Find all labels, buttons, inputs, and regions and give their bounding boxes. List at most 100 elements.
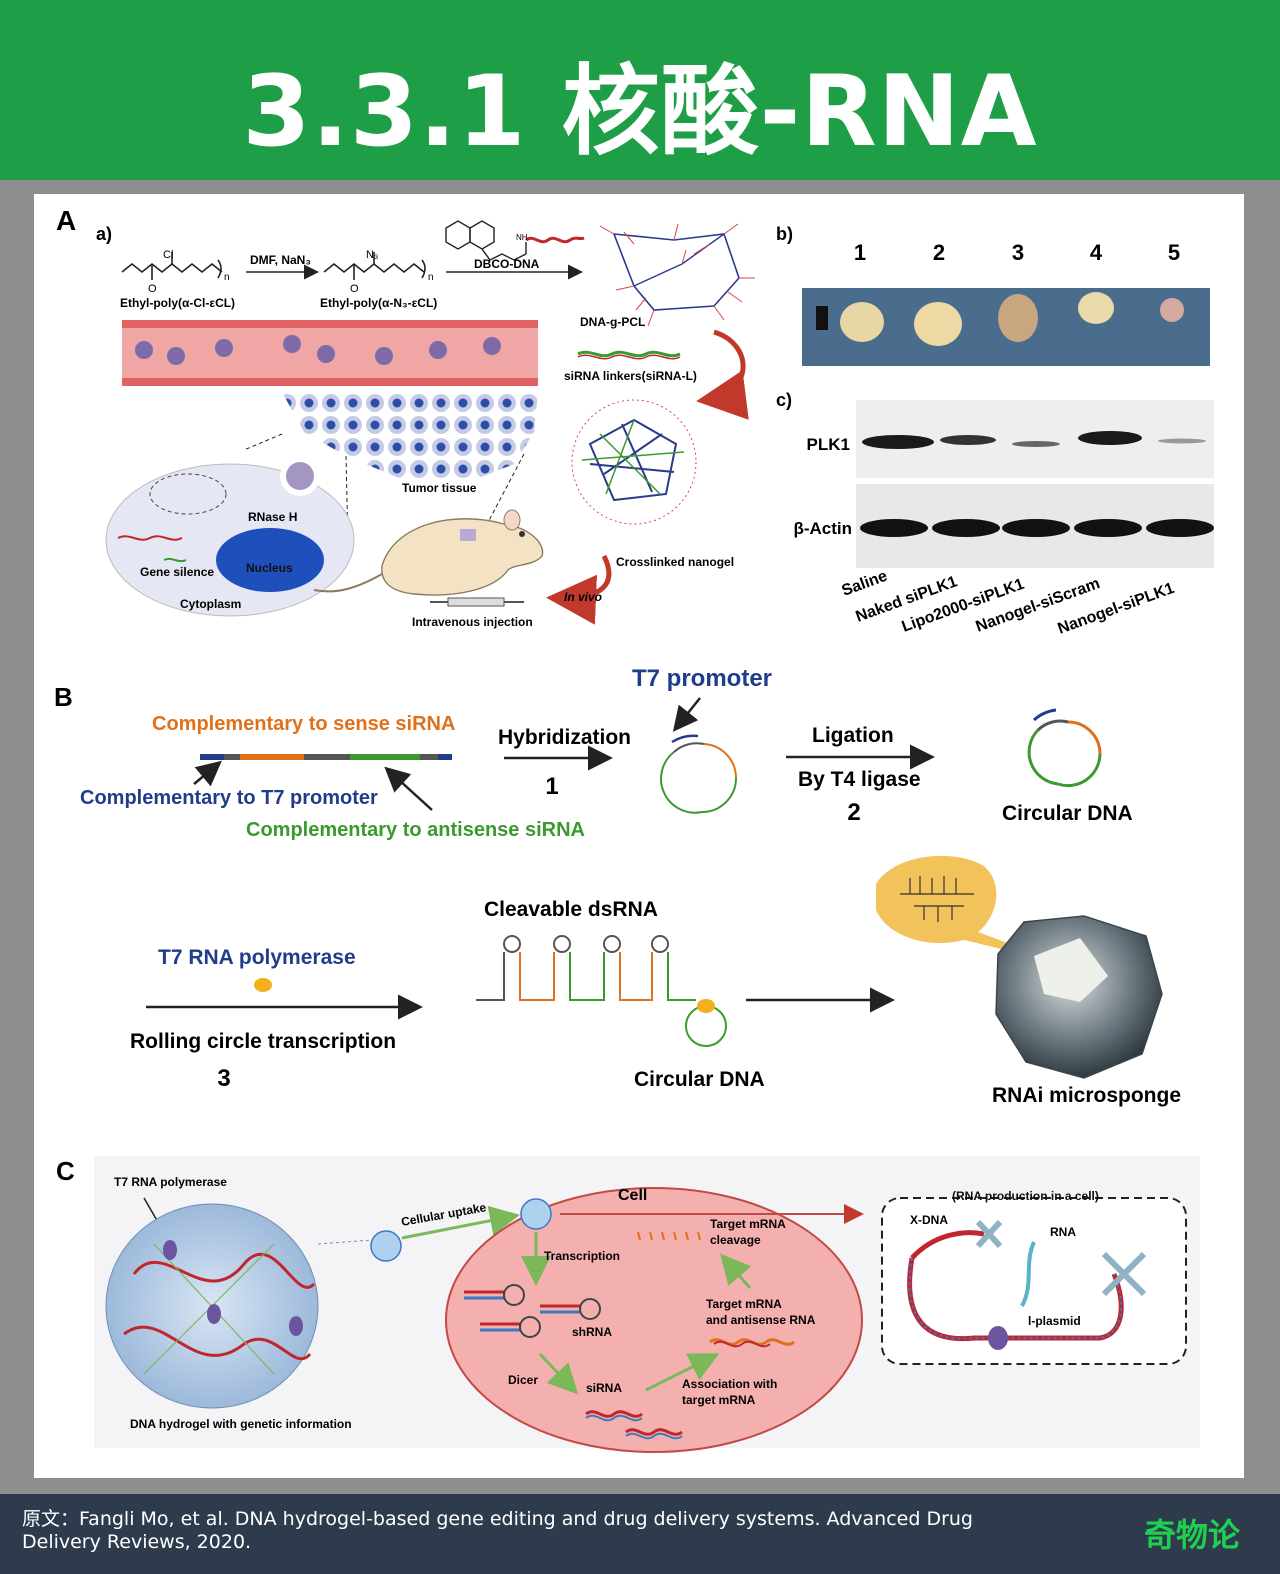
lplasmid-label: l-plasmid [1028,1314,1081,1328]
blot-row-plk1: PLK1 [807,435,850,454]
tumor-photo [802,288,1210,366]
red-arrow-1 [696,329,749,420]
panel-a-sub-a: a) [96,224,112,244]
mol1-label: Ethyl-poly(α-Cl-εCL) [120,296,235,310]
shrna-hairpins [464,1284,601,1338]
circular-dna-label-1: Circular DNA [1002,802,1133,825]
page-title: 3.3.1 核酸-RNA [242,55,1038,169]
by-t4-label: By T4 ligase [798,768,921,791]
tumor-tissue [282,392,538,480]
sirna-linker-strand [577,354,681,360]
nanoparticle-icon [370,1230,402,1262]
rnase-label: RNase H [248,510,297,524]
chem-n3-label: N₃ [366,249,378,261]
shrna-label: shRNA [572,1325,612,1339]
association-arrow [645,1353,720,1392]
crosslinked-nanogel [571,399,697,525]
dna-template-strand [200,754,452,760]
syringe-icon [430,597,524,607]
tumor-number-2: 2 [933,240,945,265]
sirna-label: siRNA [586,1381,622,1395]
nucleus-label: Nucleus [246,561,293,575]
tumor-number-4: 4 [1090,240,1103,265]
chem-o-label-1: O [148,283,157,295]
chem-o-label-2: O [350,283,359,295]
association-label-2: target mRNA [682,1393,756,1407]
transcription-label: Transcription [544,1249,620,1263]
crosslinked-label: Crosslinked nanogel [616,555,734,569]
rnai-microsponge [876,855,1163,1079]
iv-label: Intravenous injection [412,615,533,629]
cleaved-mrna-fragments [637,1231,701,1241]
dna-strand-icon [525,236,585,244]
rna-production-box [881,1197,1187,1365]
t7-pointer-arrow [672,697,701,732]
lane-label-3: Lipo2000-siPLK1 [900,576,1027,636]
rolling-label: Rolling circle transcription [130,1030,396,1053]
dna-g-pcl-network [599,223,755,327]
dicer-arrow [538,1352,579,1395]
dsrna-hairpins [476,935,727,1047]
panel-a-label: A [56,205,76,236]
figure-panel: A a) Cl O n Ethyl-poly(α-Cl-εCL) DMF, Na… [34,194,1244,1478]
uptake-arrow [401,1205,520,1240]
target-cleavage-label-2: cleavage [710,1233,761,1247]
rna-label: RNA [1050,1225,1076,1239]
pointer-arrow-t7 [193,760,222,787]
cleavable-label: Cleavable dsRNA [484,898,658,921]
polymerase-icon [254,978,272,992]
hybridization-label: Hybridization [498,726,631,749]
tumor-number-5: 5 [1168,240,1180,265]
target-cleavage-label-1: Target mRNA [710,1217,786,1231]
western-blot [856,400,1214,568]
t7-rna-pol-label: T7 RNA polymerase [158,946,356,969]
t7-promoter-label: T7 promoter [632,665,772,692]
panel-a-sub-c: c) [776,390,792,410]
sirna-wave-3 [625,1428,683,1436]
chem-n-label-1: n [224,272,230,283]
comp-t7-label: Complementary to T7 promoter [80,787,378,809]
citation-text: 原文：Fangli Mo, et al. DNA hydrogel-based … [22,1508,973,1553]
dbco-molecule [445,220,527,261]
sirna-wave-1 [585,1410,643,1418]
in-vivo-label: In vivo [564,590,602,604]
c-t7-label: T7 RNA polymerase [114,1175,227,1189]
brand-logo: 奇物论 [1143,1516,1240,1554]
step-1: 1 [545,773,558,800]
dicer-label: Dicer [508,1373,538,1387]
chem-structure-2 [323,252,426,280]
comp-sense-label: Complementary to sense siRNA [152,713,455,735]
pointer-arrow-antisense [384,766,433,811]
gene-silence-label: Gene silence [140,565,214,579]
dna-g-pcl-label: DNA-g-PCL [580,315,645,329]
hybridized-circle [660,734,738,814]
mouse-illustration [313,509,544,596]
tumor-number-3: 3 [1012,240,1024,265]
association-label-1: Association with [682,1377,777,1391]
chem-nh-label: NH [516,233,528,242]
chem-cl-label: Cl [163,249,173,261]
chem-n-label-2: n [428,272,434,283]
sirna-wave-4 [625,1432,683,1440]
step-2: 2 [847,799,860,826]
microsponge-label: RNAi microsponge [992,1084,1181,1107]
cytoplasm-label: Cytoplasm [180,597,241,611]
lane-label-1: Saline [840,568,890,600]
dna-hydrogel [105,1203,319,1409]
panel-c-label: C [56,1156,75,1186]
footer-bar: 原文：Fangli Mo, et al. DNA hydrogel-based … [0,1494,1280,1574]
nanogel-particles [135,335,501,365]
target-antisense-label-2: and antisense RNA [706,1313,816,1327]
sirna-linkers-label: siRNA linkers(siRNA-L) [564,369,697,383]
comp-antisense-label: Complementary to antisense siRNA [246,819,585,841]
step-3: 3 [217,1065,230,1092]
callout-line-3 [483,453,525,531]
chem-structure-1 [121,252,223,280]
mol2-label: Ethyl-poly(α-N₃-εCL) [320,296,437,310]
circular-dna-label-2: Circular DNA [634,1068,765,1091]
panel-a-sub-b: b) [776,224,793,244]
tumor-tissue-label: Tumor tissue [402,481,477,495]
hydrogel-label: DNA hydrogel with genetic information [130,1417,352,1431]
tumor-number-1: 1 [854,240,866,265]
sirna-linker-icon [577,350,681,358]
